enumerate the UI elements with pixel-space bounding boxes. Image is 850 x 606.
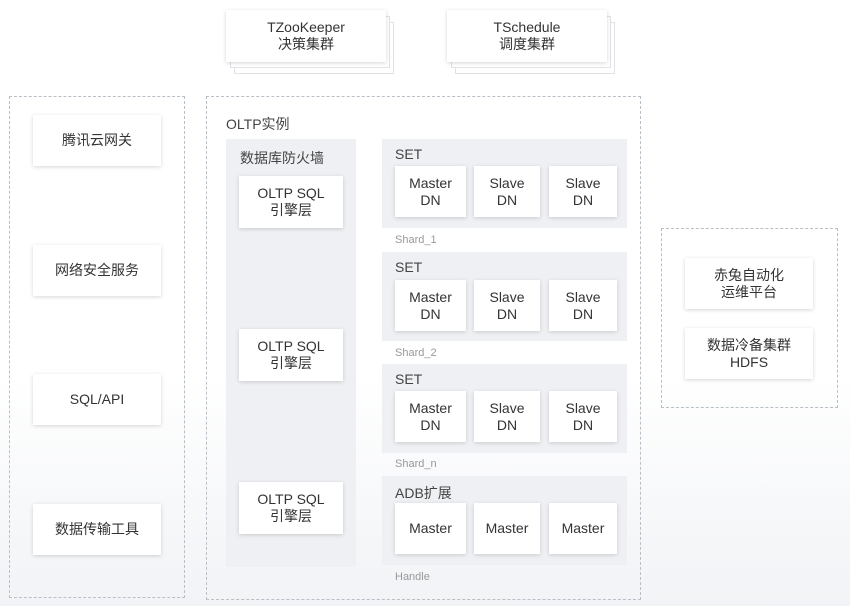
sql-api-card: SQL/API — [33, 374, 161, 425]
sql-engine-sublabel: 引擎层 — [270, 355, 312, 371]
sql-engine-card-2: OLTP SQL 引擎层 — [239, 329, 343, 381]
node-type: DN — [496, 305, 518, 322]
sql-engine-label: OLTP SQL — [257, 491, 325, 507]
node-role: Slave — [565, 288, 601, 305]
shard-title: SET — [395, 146, 423, 162]
shard-footer: Shard_1 — [395, 234, 437, 246]
ops-platform-subtitle: 运维平台 — [721, 283, 777, 300]
left-access-group — [9, 96, 185, 598]
schedule-stack: TSchedule 调度集群 — [447, 10, 617, 74]
shard-footer: Shard_n — [395, 458, 437, 470]
adb-extension-title: ADB扩展 — [395, 485, 452, 501]
node-role: Master — [485, 520, 529, 536]
slave-dn-node: Slave DN — [549, 166, 617, 217]
schedule-subtitle: 调度集群 — [499, 36, 555, 52]
slave-dn-node: Slave DN — [549, 280, 617, 331]
sql-engine-card-1: OLTP SQL 引擎层 — [239, 176, 343, 228]
sql-engine-sublabel: 引擎层 — [270, 202, 312, 218]
node-type: DN — [496, 416, 518, 433]
zookeeper-subtitle: 决策集群 — [278, 36, 334, 52]
master-node: Master — [474, 503, 540, 554]
node-role: Slave — [565, 174, 601, 191]
adb-extension-footer: Handle — [395, 571, 430, 583]
master-dn-node: Master DN — [395, 166, 466, 217]
node-type: DN — [572, 305, 594, 322]
node-type: DN — [420, 191, 441, 208]
oltp-instance-group — [206, 96, 641, 600]
node-role: Master — [561, 520, 605, 536]
node-role: Master — [409, 288, 452, 305]
master-node: Master — [549, 503, 617, 554]
schedule-card: TSchedule 调度集群 — [447, 10, 607, 62]
node-role: Master — [409, 520, 452, 536]
shard-footer: Shard_2 — [395, 347, 437, 359]
data-transfer-tool-label: 数据传输工具 — [55, 521, 139, 537]
zookeeper-title: TZooKeeper — [267, 19, 345, 35]
slave-dn-node: Slave DN — [474, 280, 540, 331]
node-type: DN — [420, 305, 441, 322]
sql-engine-label: OLTP SQL — [257, 338, 325, 354]
node-role: Slave — [489, 399, 525, 416]
gateway-card: 腾讯云网关 — [33, 115, 161, 166]
hdfs-backup-title: 数据冷备集群 — [707, 336, 791, 353]
oltp-instance-title: OLTP实例 — [226, 116, 290, 132]
sql-api-label: SQL/API — [69, 391, 125, 407]
node-role: Master — [409, 399, 452, 416]
data-transfer-tool-card: 数据传输工具 — [33, 504, 161, 555]
slave-dn-node: Slave DN — [474, 166, 540, 217]
sql-engine-label: OLTP SQL — [257, 185, 325, 201]
right-ops-group — [661, 228, 838, 408]
shard-title: SET — [395, 371, 423, 387]
slave-dn-node: Slave DN — [474, 391, 540, 442]
node-type: DN — [572, 416, 594, 433]
zookeeper-stack: TZooKeeper 决策集群 — [226, 10, 396, 74]
firewall-title: 数据库防火墙 — [240, 150, 324, 166]
node-role: Slave — [565, 399, 601, 416]
master-dn-node: Master DN — [395, 280, 466, 331]
gateway-label: 腾讯云网关 — [62, 132, 132, 148]
node-type: DN — [572, 191, 594, 208]
ops-platform-title: 赤兔自动化 — [714, 266, 784, 283]
node-type: DN — [496, 191, 518, 208]
security-service-label: 网络安全服务 — [55, 262, 139, 278]
shard-title: SET — [395, 259, 423, 275]
ops-platform-card: 赤兔自动化 运维平台 — [685, 258, 813, 309]
master-dn-node: Master DN — [395, 391, 466, 442]
sql-engine-sublabel: 引擎层 — [270, 508, 312, 524]
node-type: DN — [420, 416, 441, 433]
sql-engine-card-3: OLTP SQL 引擎层 — [239, 482, 343, 534]
security-service-card: 网络安全服务 — [33, 245, 161, 296]
hdfs-backup-subtitle: HDFS — [729, 353, 769, 370]
zookeeper-card: TZooKeeper 决策集群 — [226, 10, 386, 62]
schedule-title: TSchedule — [493, 19, 561, 35]
node-role: Slave — [489, 174, 525, 191]
slave-dn-node: Slave DN — [549, 391, 617, 442]
master-node: Master — [395, 503, 466, 554]
node-role: Slave — [489, 288, 525, 305]
node-role: Master — [409, 174, 452, 191]
hdfs-backup-card: 数据冷备集群 HDFS — [685, 328, 813, 379]
